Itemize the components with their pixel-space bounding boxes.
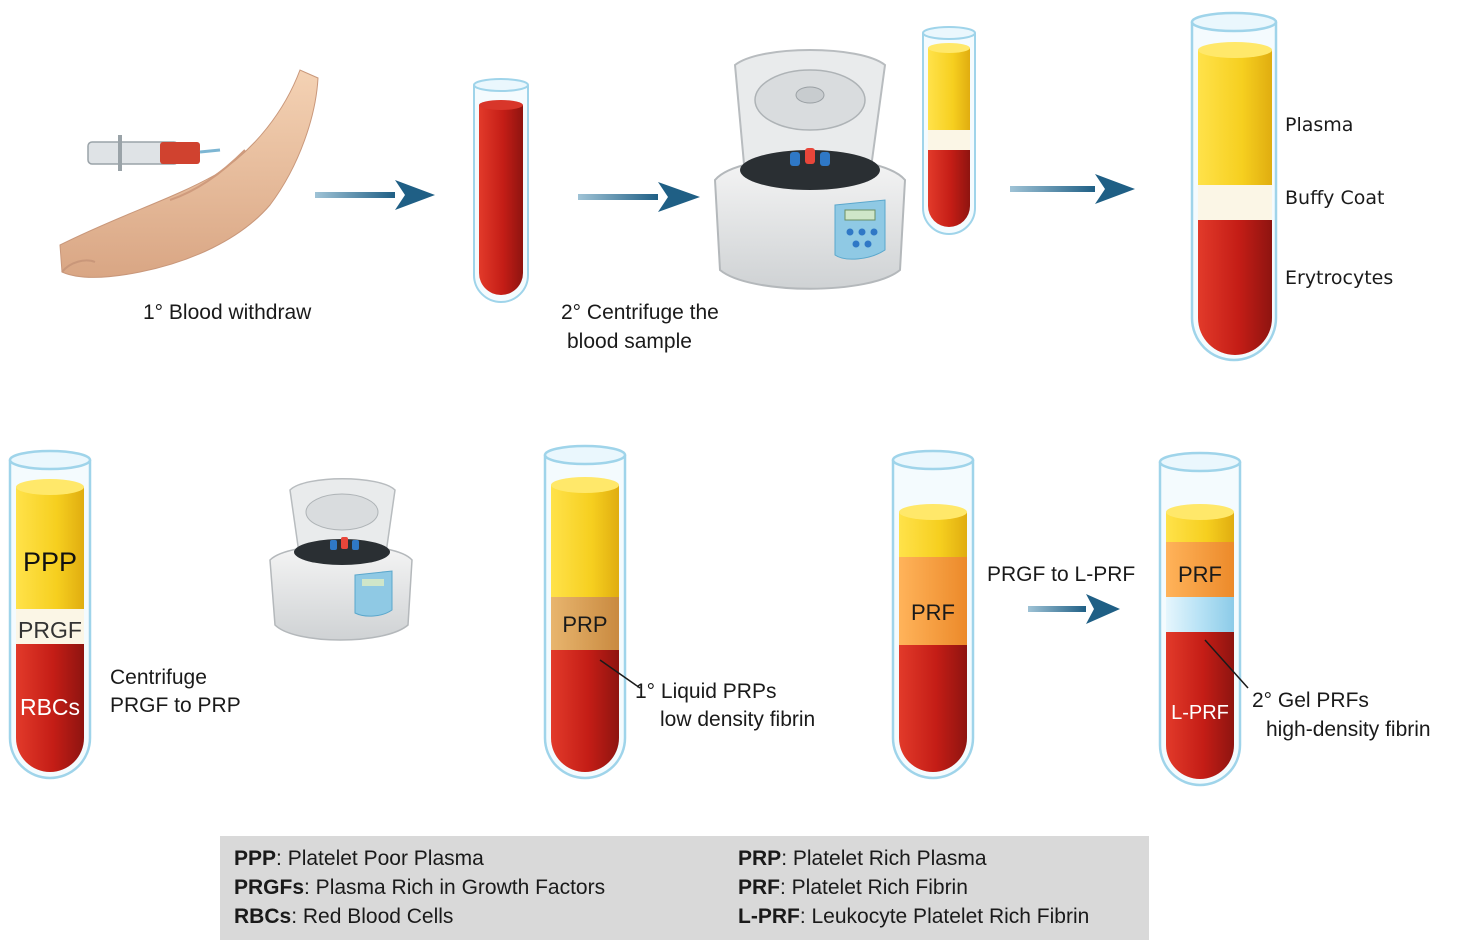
tube-label-prp: PRP [562, 612, 608, 637]
test-tube-icon [1190, 11, 1278, 362]
legend-item: PRP: Platelet Rich Plasma [738, 844, 987, 873]
layer-buffy-coat-label: Buffy Coat [1285, 187, 1385, 209]
legend-abbr: PRGFs [234, 876, 305, 899]
liquid-prp-line1: 1° Liquid PRPs [635, 680, 777, 703]
legend-desc: : Platelet Rich Plasma [781, 847, 987, 870]
test-tube-icon [543, 444, 641, 780]
arrow-right-icon [315, 180, 435, 210]
gel-prf-line2: high-density fibrin [1266, 718, 1431, 741]
step-centrifuge-line2: blood sample [567, 330, 692, 353]
arrow-right-icon [1028, 594, 1120, 624]
legend-item: L-PRF: Leukocyte Platelet Rich Fibrin [738, 902, 1089, 931]
legend-desc: : Plasma Rich in Growth Factors [304, 876, 606, 899]
legend-abbr: RBCs [234, 905, 292, 928]
prgf-to-lprf-label: PRGF to L-PRF [987, 563, 1136, 586]
legend-item: PRGFs: Plasma Rich in Growth Factors [234, 873, 605, 902]
test-tube-icon [1158, 451, 1249, 787]
test-tube-icon [922, 26, 976, 235]
centrifuge-icon [269, 478, 413, 641]
test-tube-icon [891, 449, 975, 780]
legend-abbr: PRP [738, 847, 782, 870]
centrifuge-prgf-line2: PRGF to PRP [110, 694, 241, 717]
legend-desc: : Platelet Rich Fibrin [780, 876, 968, 899]
step-centrifuge-line1: 2° Centrifuge the [561, 301, 719, 324]
test-tube-icon [8, 449, 92, 780]
legend-desc: : Leukocyte Platelet Rich Fibrin [799, 905, 1090, 928]
legend-item: PRF: Platelet Rich Fibrin [738, 873, 968, 902]
arm-syringe-icon [59, 69, 319, 278]
legend-item: RBCs: Red Blood Cells [234, 902, 453, 931]
legend-box: PPP: Platelet Poor Plasma PRGFs: Plasma … [220, 836, 1149, 940]
tube-label-rbcs: RBCs [19, 694, 81, 720]
legend-abbr: PPP [234, 847, 277, 870]
tube-label-ppp: PPP [22, 547, 78, 577]
tube-label-prf-2: PRF [1178, 562, 1222, 587]
step-blood-withdraw: 1° Blood withdraw [143, 301, 312, 324]
gel-prf-line1: 2° Gel PRFs [1252, 689, 1369, 712]
centrifuge-icon [713, 49, 907, 290]
legend-item: PPP: Platelet Poor Plasma [234, 844, 484, 873]
tube-label-prgf: PRGF [18, 617, 82, 643]
legend-abbr: PRF [738, 876, 780, 899]
arrow-right-icon [578, 182, 700, 212]
test-tube-icon [473, 78, 529, 303]
legend-desc: : Red Blood Cells [291, 905, 454, 928]
tube-label-lprf: L-PRF [1171, 702, 1229, 724]
legend-abbr: L-PRF [738, 905, 800, 928]
layer-erytrocytes-label: Erytrocytes [1285, 267, 1394, 289]
centrifuge-prgf-line1: Centrifuge [110, 666, 207, 689]
legend-desc: : Platelet Poor Plasma [276, 847, 484, 870]
arrow-right-icon [1010, 174, 1135, 204]
layer-plasma-label: Plasma [1285, 114, 1354, 136]
tube-label-prf: PRF [911, 600, 955, 625]
liquid-prp-line2: low density fibrin [660, 708, 816, 731]
